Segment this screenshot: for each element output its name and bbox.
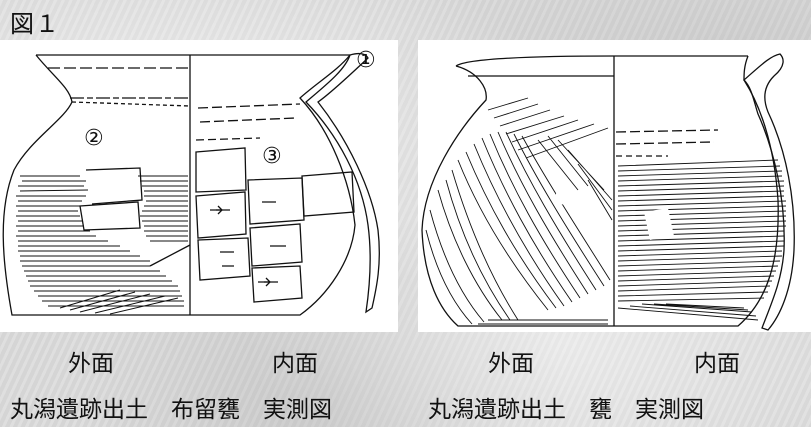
right-outer-label: 外面 <box>488 351 534 377</box>
outer-diagonal-hatching <box>425 97 613 325</box>
jar-drawing <box>421 53 795 331</box>
furu-jar-drawing <box>2 52 380 316</box>
right-inner-label: 内面 <box>694 351 740 377</box>
figure-title: 図１ <box>10 10 60 38</box>
marker-3: ③ <box>262 144 282 169</box>
left-inner-label: 内面 <box>272 351 318 377</box>
left-drawing-panel: ① ② ③ <box>0 40 398 332</box>
marker-2: ② <box>84 126 104 151</box>
left-caption: 丸潟遺跡出土 布留甕 実測図 <box>10 397 332 423</box>
left-outer-label: 外面 <box>68 351 114 377</box>
marker-1: ① <box>356 48 376 73</box>
inner-horizontal-hatching <box>617 159 787 321</box>
right-drawing-panel <box>418 40 811 332</box>
right-caption: 丸潟遺跡出土 甕 実測図 <box>428 397 704 423</box>
outer-hatching <box>16 175 188 315</box>
